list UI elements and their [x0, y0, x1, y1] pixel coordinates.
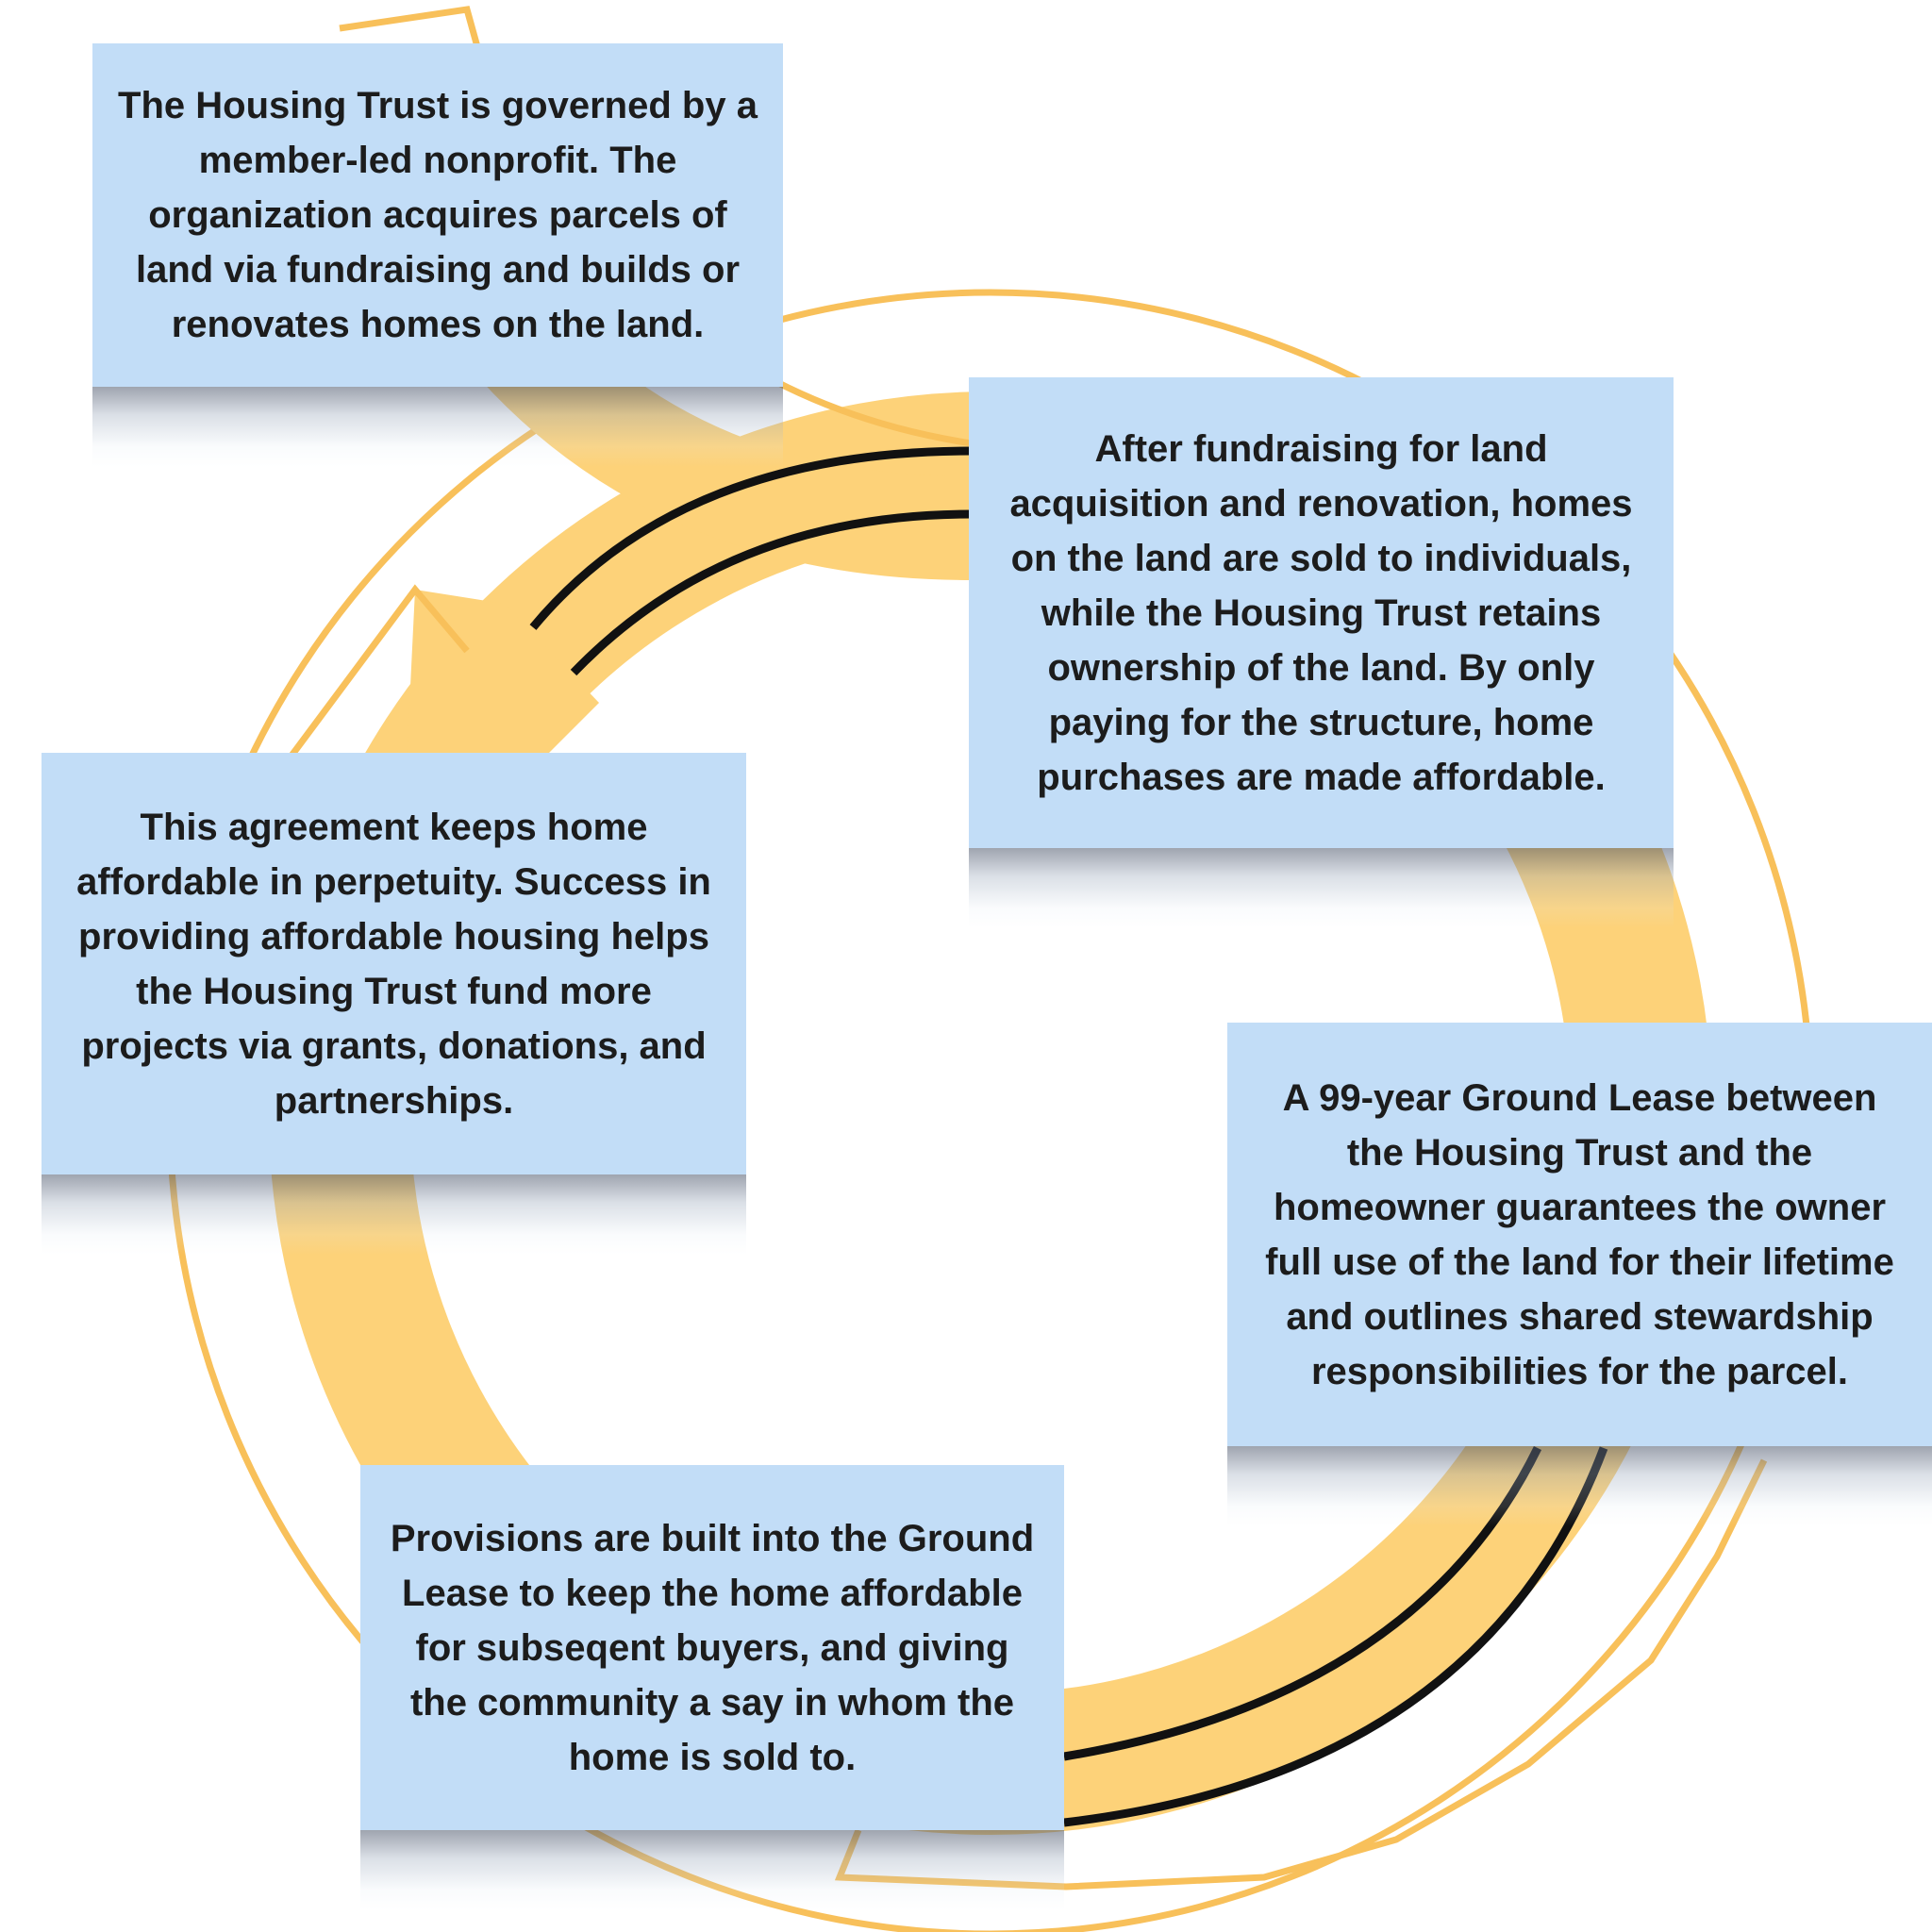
connector-line-bottom-2: [1063, 1446, 1608, 1827]
step-3-box: A 99-year Ground Lease between the Housi…: [1227, 1023, 1932, 1446]
arrowhead-top-left-outline: [261, 584, 470, 795]
step-1-shadow: [92, 387, 783, 467]
step-1-text: The Housing Trust is governed by a membe…: [118, 85, 758, 345]
step-3-shadow: [1227, 1446, 1932, 1526]
step-4-text: Provisions are built into the Ground Lea…: [390, 1517, 1035, 1778]
connector-line-top-1: [529, 446, 973, 630]
step-4-shadow: [360, 1830, 1064, 1910]
step-5-text: This agreement keeps home affordable in …: [76, 806, 711, 1122]
step-2-box: After fundraising for land acquisition a…: [969, 377, 1674, 848]
step-5-box: This agreement keeps home affordable in …: [42, 753, 746, 1174]
step-4-box: Provisions are built into the Ground Lea…: [360, 1465, 1064, 1830]
step-5-shadow: [42, 1174, 746, 1255]
step-2-text: After fundraising for land acquisition a…: [1009, 427, 1633, 798]
step-2-shadow: [969, 848, 1674, 928]
connector-line-top-2: [570, 509, 973, 676]
step-3-text: A 99-year Ground Lease between the Housi…: [1265, 1076, 1894, 1392]
step-1-box: The Housing Trust is governed by a membe…: [92, 43, 783, 387]
